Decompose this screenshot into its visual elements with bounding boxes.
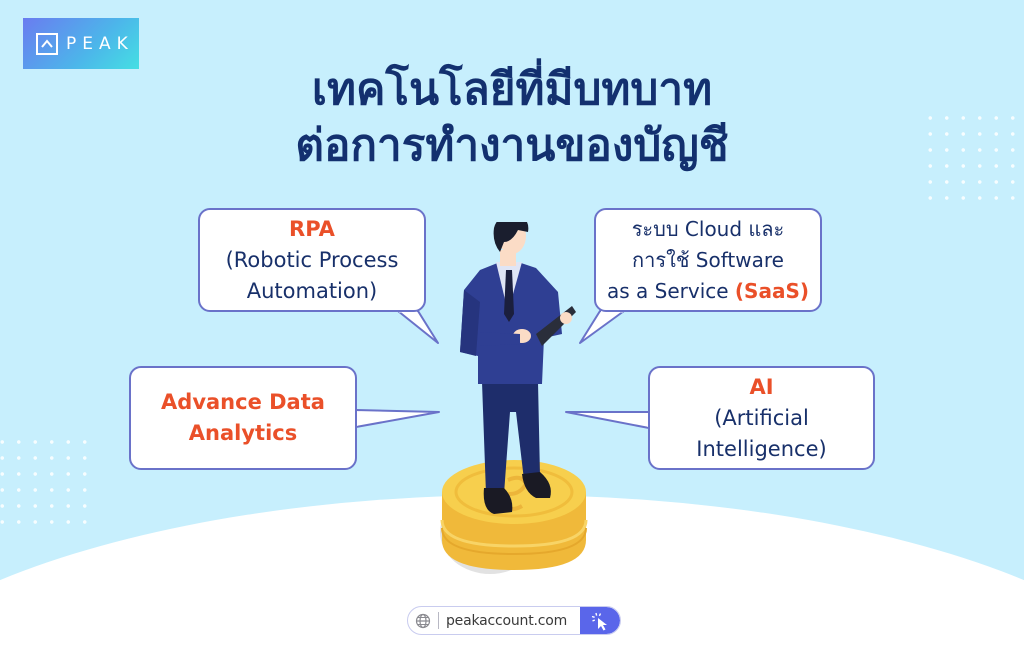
- coin-stack-icon: [440, 460, 588, 570]
- ai-heading: AI: [749, 374, 774, 399]
- bubble-ai: AI (Artificial Intelligence): [648, 366, 875, 470]
- peak-logo[interactable]: PEAK: [23, 18, 139, 69]
- cloud-line-2: การใช้ Software: [632, 247, 784, 272]
- website-url-text[interactable]: peakaccount.com: [446, 612, 568, 629]
- cloud-line-3: as a Service (SaaS): [607, 276, 809, 307]
- ai-line-2: Intelligence): [696, 436, 827, 461]
- bubble-advance-data-analytics: Advance Data Analytics: [129, 366, 357, 470]
- dot-pattern-right: [922, 110, 1024, 206]
- peak-logo-mark-icon: [36, 32, 58, 55]
- bubble-cloud-saas: ระบบ Cloud และ การใช้ Software as a Serv…: [594, 208, 822, 312]
- businessman-on-coin-illustration: [440, 222, 588, 574]
- page-title: เทคโนโลยีที่มีบทบาท ต่อการทำงานของบัญชี: [0, 62, 1024, 174]
- dot-pattern-left: [0, 434, 94, 530]
- bubble-rpa: RPA (Robotic Process Automation): [198, 208, 426, 312]
- globe-icon: [408, 607, 438, 634]
- title-line-2: ต่อการทำงานของบัญชี: [295, 120, 729, 171]
- website-url-pill[interactable]: peakaccount.com: [407, 606, 621, 635]
- cursor-click-icon: [591, 612, 607, 630]
- ai-line-1: (Artificial: [714, 405, 809, 430]
- url-divider: [438, 612, 439, 629]
- rpa-line-2: Automation): [246, 278, 378, 303]
- rpa-heading: RPA: [289, 216, 335, 241]
- rpa-line-1: (Robotic Process: [225, 247, 399, 272]
- saas-accent: (SaaS): [734, 278, 809, 303]
- cloud-line-3-prefix: as a Service: [606, 278, 735, 303]
- logo-text: PEAK: [66, 33, 134, 54]
- title-line-1: เทคโนโลยีที่มีบทบาท: [311, 64, 713, 115]
- ada-line-2: Analytics: [188, 421, 298, 445]
- ada-line-1: Advance Data: [161, 390, 325, 414]
- cloud-line-1: ระบบ Cloud และ: [631, 216, 785, 241]
- cursor-click-button[interactable]: [580, 607, 620, 634]
